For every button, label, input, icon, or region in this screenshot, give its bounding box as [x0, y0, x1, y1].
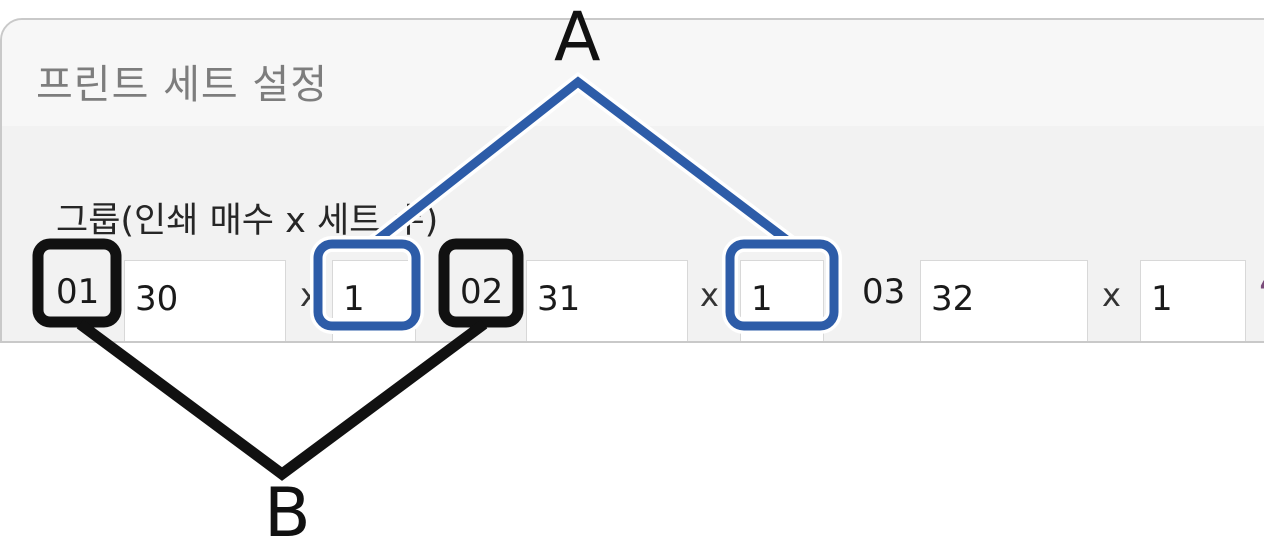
callout-a-label: A — [554, 0, 601, 77]
callout-b-box-1 — [32, 238, 122, 328]
print-set-settings-window: 프린트 세트 설정 그룹(인쇄 매수 x 세트 수) 01 30 x 1 02 … — [0, 18, 1264, 343]
callout-b-lines — [76, 319, 488, 481]
window-title: 프린트 세트 설정 — [36, 62, 329, 108]
times-sign: x — [700, 276, 719, 314]
callout-a-lines — [367, 71, 797, 251]
group-code-01: 01 — [56, 272, 100, 312]
callout-b-box-2 — [438, 238, 524, 328]
copies-input-02[interactable]: 31 — [526, 260, 688, 341]
sets-input-03[interactable]: 1 — [1140, 260, 1246, 341]
callout-b-label: B — [264, 474, 311, 553]
callout-a-box-1-stroke — [313, 239, 421, 331]
group-code-03: 03 — [862, 272, 906, 312]
copies-input-03[interactable]: 32 — [920, 260, 1088, 341]
title-bar: 프린트 세트 설정 — [2, 20, 1264, 126]
group-code-02: 02 — [460, 272, 504, 312]
callout-a-box-2-stroke — [725, 239, 839, 331]
times-sign: x — [1102, 276, 1121, 314]
truncated-glyph: ʻ — [1258, 274, 1264, 314]
callout-a-box-2 — [722, 236, 842, 334]
callout-a-box-1 — [310, 236, 424, 334]
copies-input-01[interactable]: 30 — [124, 260, 286, 341]
